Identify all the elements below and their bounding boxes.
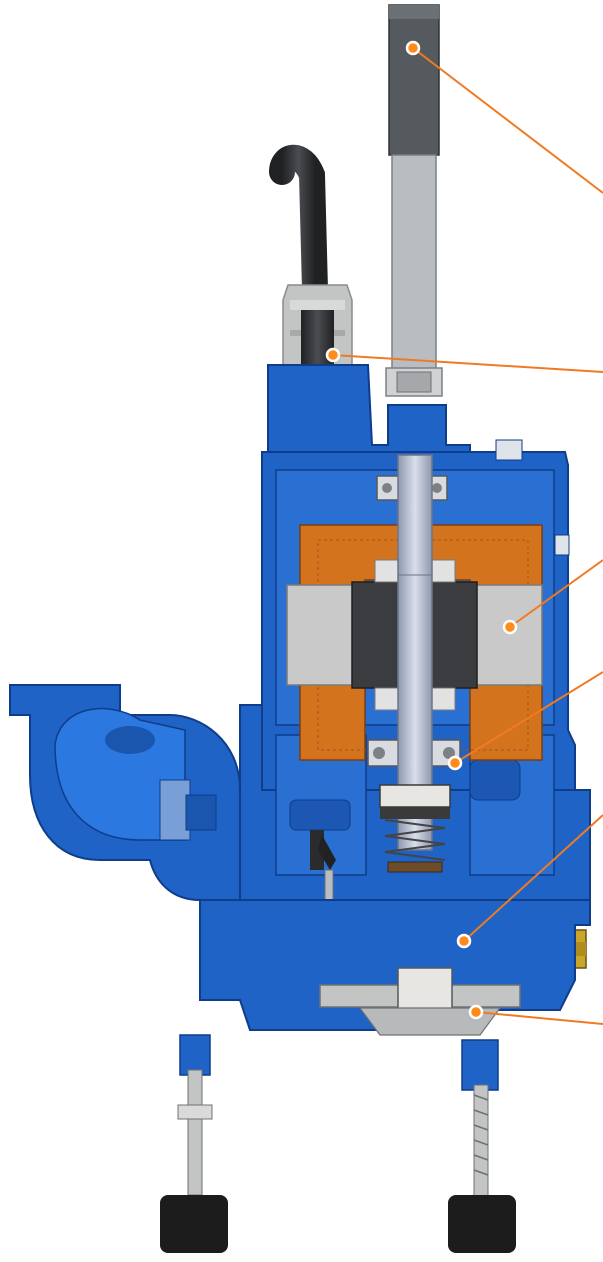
leader-impeller — [463, 814, 603, 942]
callout-dot-icon — [502, 619, 518, 635]
callout-dot-icon — [456, 933, 472, 949]
callout-dot-icon — [447, 755, 463, 771]
bottom-plate — [199, 899, 591, 1036]
shaft — [397, 454, 433, 851]
leader-power-cable — [332, 354, 603, 373]
right-leg — [448, 1039, 516, 1253]
lifting-handle — [385, 4, 443, 397]
left-leg — [160, 1034, 228, 1253]
callout-leaders — [332, 47, 603, 1025]
power-cable-assembly — [269, 144, 353, 400]
discharge-elbow — [9, 684, 241, 901]
leader-bottom-plate — [475, 1011, 603, 1025]
callout-dot-icon — [405, 40, 421, 56]
callout-dot-icon — [468, 1004, 484, 1020]
leader-handle — [412, 47, 603, 194]
callout-dot-icon — [325, 347, 341, 363]
callout-dots — [325, 40, 518, 1020]
leader-bearing — [454, 671, 603, 764]
leader-stator — [509, 559, 603, 628]
